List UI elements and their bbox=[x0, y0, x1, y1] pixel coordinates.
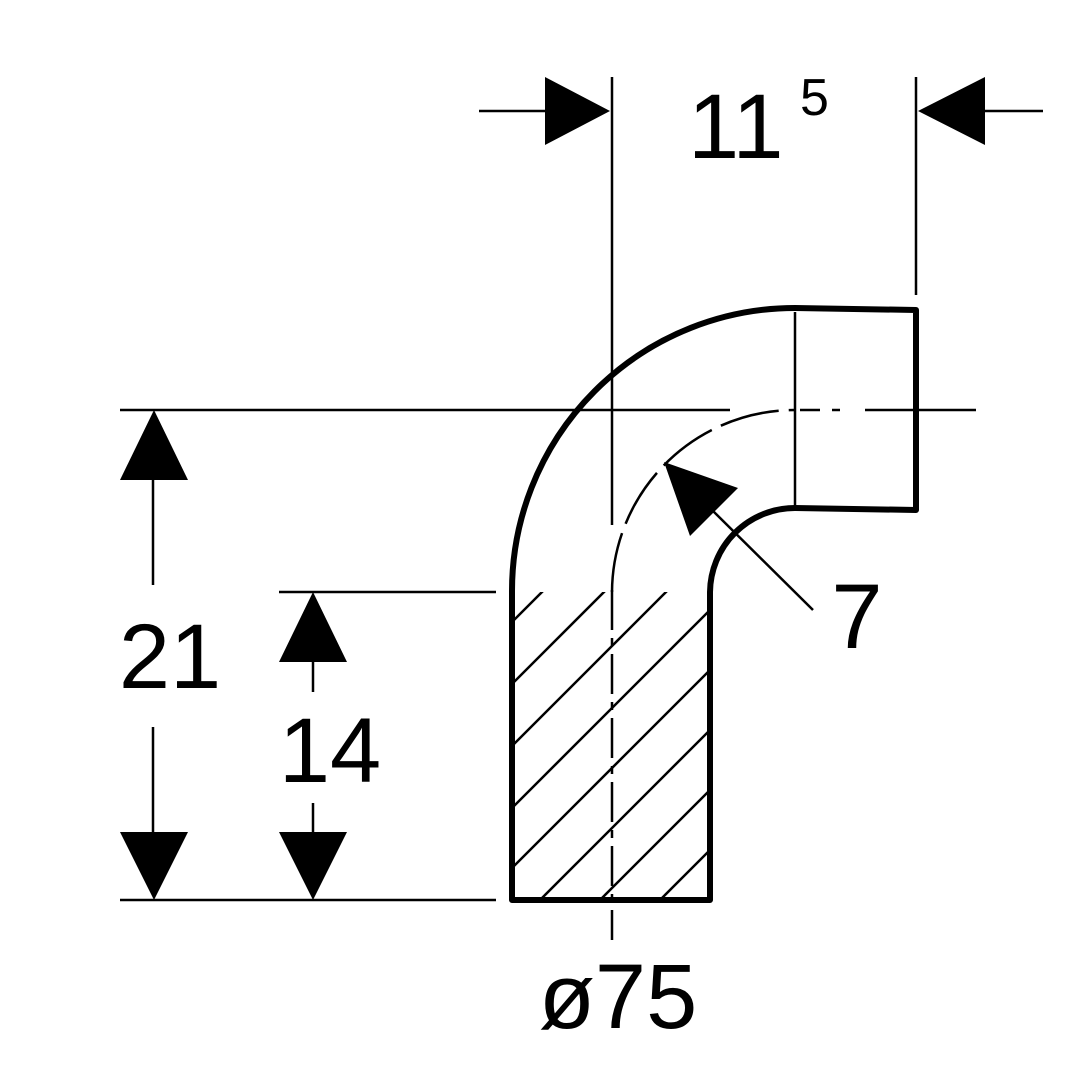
centerlines bbox=[120, 77, 976, 940]
arrow-down-icon bbox=[120, 832, 188, 900]
pipe-outline bbox=[508, 305, 919, 903]
dim-diameter-label: ø75 bbox=[539, 946, 698, 1048]
arrow-up-icon bbox=[279, 592, 347, 662]
arrow-left-icon bbox=[918, 77, 985, 145]
dim-width-superscript: 5 bbox=[800, 69, 829, 127]
dim-radius-label: 7 bbox=[831, 566, 882, 668]
dimension-width bbox=[479, 77, 1043, 295]
arrow-down-icon bbox=[279, 832, 347, 900]
section-hatching bbox=[512, 592, 710, 900]
dimension-straight-height bbox=[279, 590, 496, 900]
dim-total-height-label: 21 bbox=[119, 606, 221, 708]
arrow-diagonal-icon bbox=[664, 462, 738, 536]
dimension-radius bbox=[664, 462, 814, 611]
arrow-right-icon bbox=[545, 77, 610, 145]
dim-straight-height-label: 14 bbox=[279, 700, 381, 802]
arrow-up-icon bbox=[120, 410, 188, 480]
dim-width-label: 11 bbox=[688, 76, 784, 178]
dimension-total-height bbox=[120, 410, 496, 902]
